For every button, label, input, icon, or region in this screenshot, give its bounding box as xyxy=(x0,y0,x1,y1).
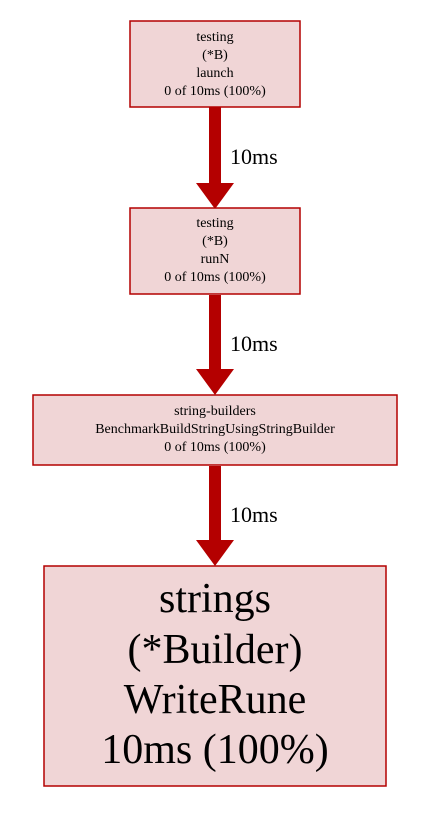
node-label-line: testing xyxy=(196,30,233,45)
node-writerune[interactable]: strings (*Builder) WriteRune 10ms (100%) xyxy=(43,565,387,787)
edge-runN-to-benchmark: 10ms xyxy=(196,295,278,395)
node-box xyxy=(32,394,398,466)
node-box xyxy=(43,565,387,787)
node-label-line: (*B) xyxy=(202,234,228,249)
edge-shaft xyxy=(209,295,221,375)
node-launch[interactable]: testing (*B) launch 0 of 10ms (100%) xyxy=(129,20,301,108)
node-box xyxy=(129,20,301,108)
node-label-line: (*B) xyxy=(202,48,228,63)
edge-shaft xyxy=(209,107,221,189)
edge-label: 10ms xyxy=(230,144,278,169)
node-label-line: launch xyxy=(196,66,233,81)
node-label-line: strings xyxy=(159,576,271,622)
node-label-line: 0 of 10ms (100%) xyxy=(164,270,266,285)
node-label-line: 0 of 10ms (100%) xyxy=(164,84,266,99)
node-label-line: (*Builder) xyxy=(128,627,303,673)
node-label-line: testing xyxy=(196,216,233,231)
node-label-line: 0 of 10ms (100%) xyxy=(164,440,266,455)
edge-label: 10ms xyxy=(230,502,278,527)
node-label-line: WriteRune xyxy=(124,677,307,723)
node-label-line: runN xyxy=(201,252,230,267)
node-benchmark[interactable]: string-builders BenchmarkBuildStringUsin… xyxy=(32,394,398,466)
edge-arrowhead xyxy=(196,540,234,566)
node-label-line: string-builders xyxy=(174,404,256,419)
node-box xyxy=(129,207,301,295)
edge-arrowhead xyxy=(196,183,234,209)
edge-shaft xyxy=(209,466,221,542)
edge-benchmark-to-writerune: 10ms xyxy=(196,466,278,566)
node-runN[interactable]: testing (*B) runN 0 of 10ms (100%) xyxy=(129,207,301,295)
edge-label: 10ms xyxy=(230,331,278,356)
edge-arrowhead xyxy=(196,369,234,395)
node-label-line: 10ms (100%) xyxy=(101,727,328,773)
node-label-line: BenchmarkBuildStringUsingStringBuilder xyxy=(95,422,335,437)
edge-launch-to-runN: 10ms xyxy=(196,107,278,209)
